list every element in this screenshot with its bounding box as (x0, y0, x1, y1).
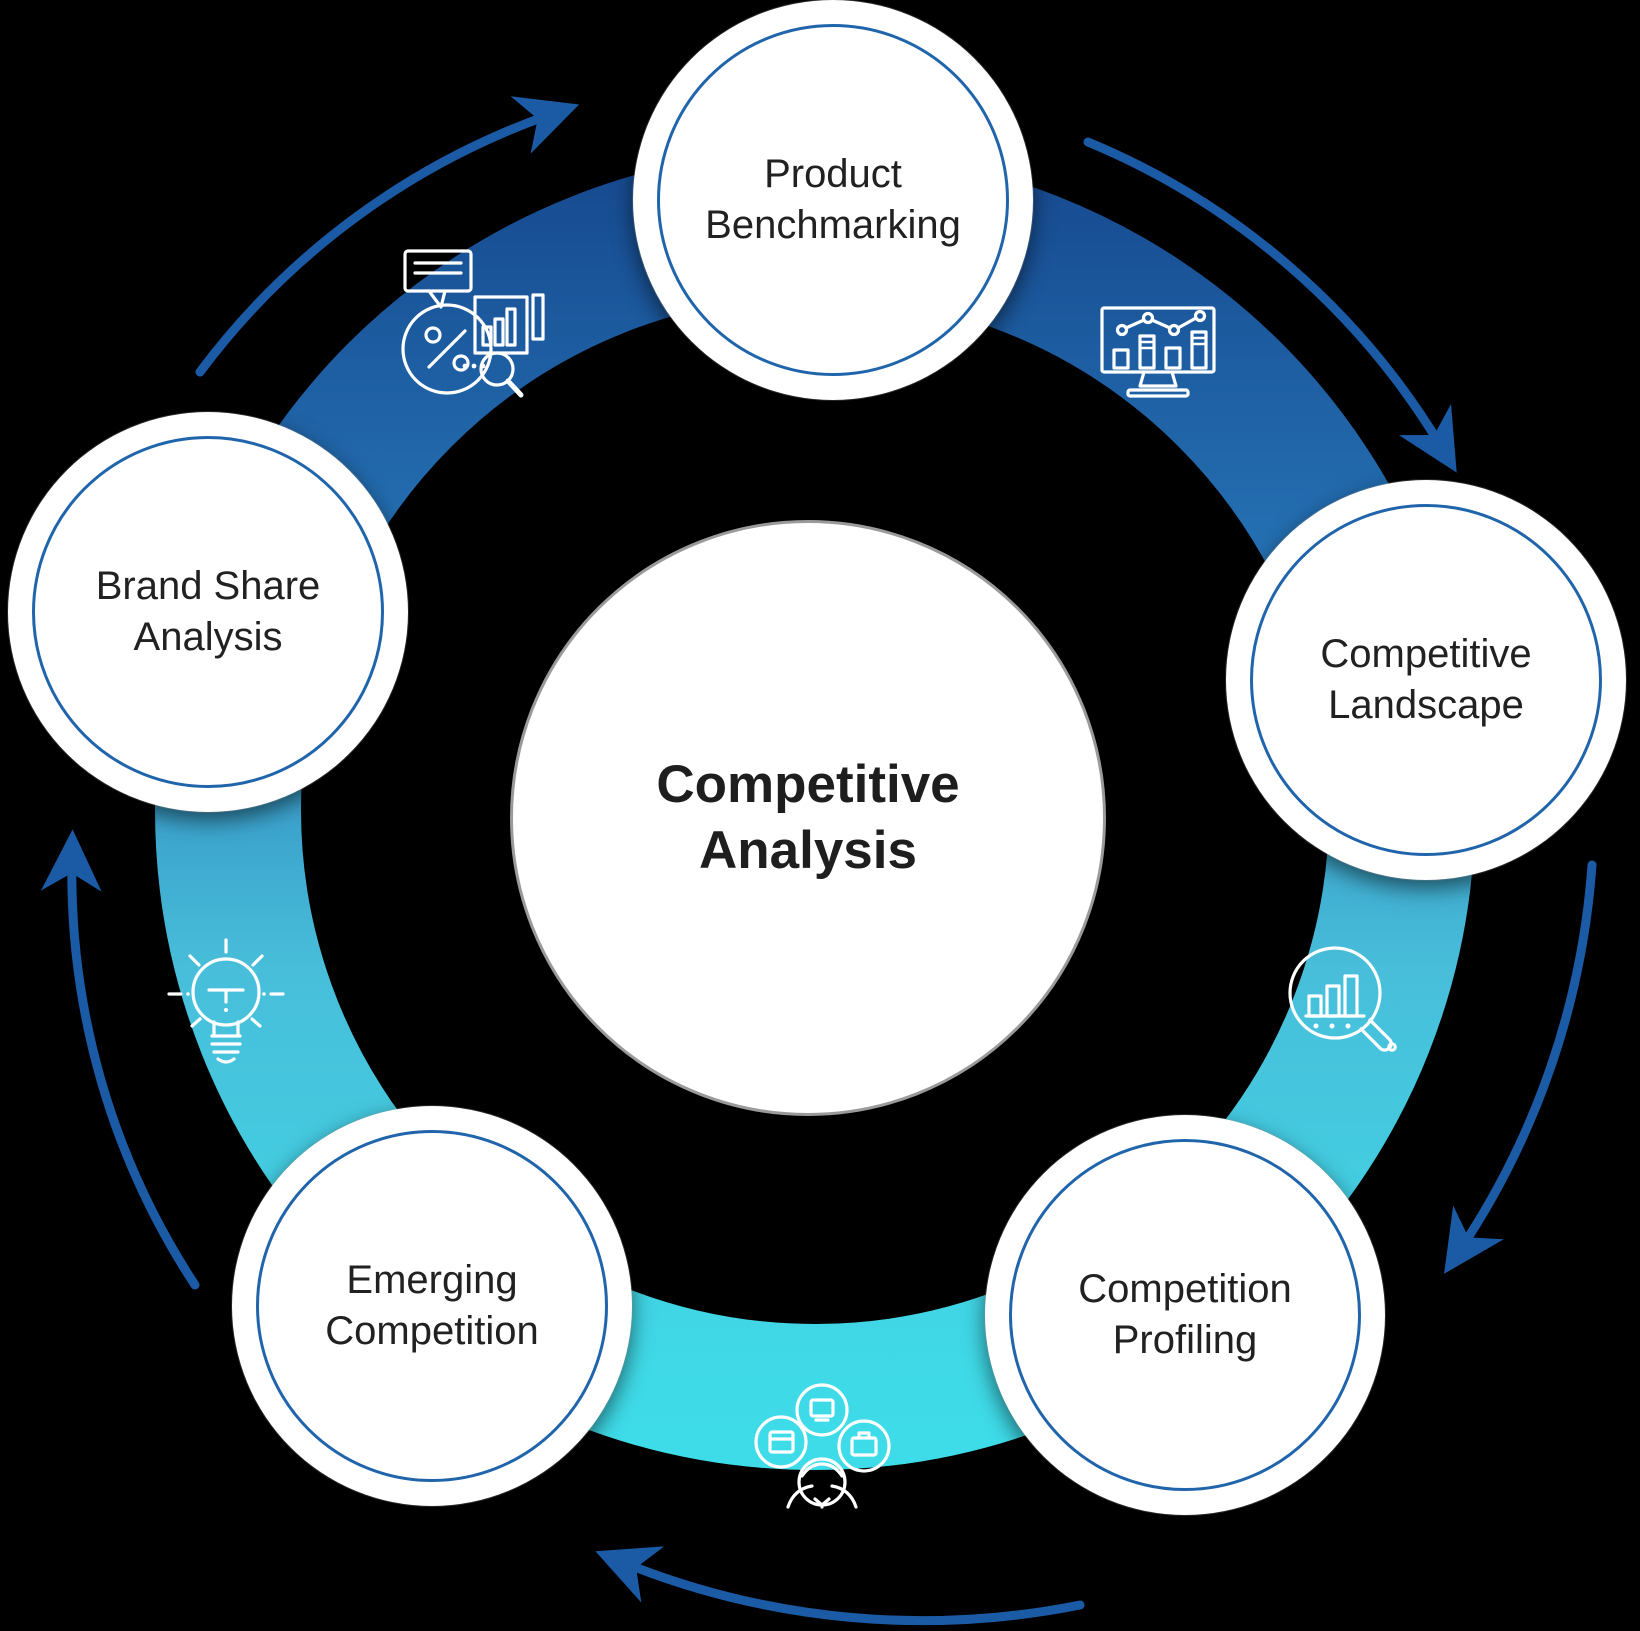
node-brand-share-analysis: Brand Share Analysis (8, 412, 408, 812)
node-inner-ring (32, 436, 384, 788)
arrow-top-left (195, 96, 580, 377)
node-inner-ring (657, 24, 1009, 376)
node-competitive-landscape: Competitive Landscape (1226, 480, 1626, 880)
competitor-people-icon (754, 1383, 891, 1509)
node-label: Brand Share Analysis (95, 563, 321, 659)
node-emerging-competition: Emerging Competition (232, 1106, 632, 1506)
node-label: Competition Profiling (1078, 1266, 1292, 1362)
node-inner-ring (1009, 1139, 1361, 1491)
search-chart-icon (1288, 946, 1397, 1052)
node-label: Product Benchmarking (705, 151, 961, 247)
node-competition-profiling: Competition Profiling (985, 1115, 1385, 1515)
flow-arrows (40, 96, 1597, 1626)
node-label: Emerging Competition (325, 1257, 539, 1353)
arrow-bottom (595, 1546, 1085, 1626)
market-analysis-icon (401, 249, 545, 398)
dashboard-chart-icon (1100, 306, 1216, 398)
idea-bulb-icon (167, 938, 285, 1064)
arrow-top-right (1083, 137, 1457, 473)
arrow-right-bottom (1444, 860, 1597, 1274)
node-inner-ring (1250, 504, 1602, 856)
node-product-benchmarking: Product Benchmarking (633, 0, 1033, 400)
center-title: Competitive Analysis (656, 755, 960, 880)
node-label: Competitive Landscape (1320, 631, 1532, 727)
arrow-left (40, 829, 200, 1290)
node-center-competitive-analysis: Competitive Analysis (510, 520, 1106, 1116)
node-inner-ring (256, 1130, 608, 1482)
